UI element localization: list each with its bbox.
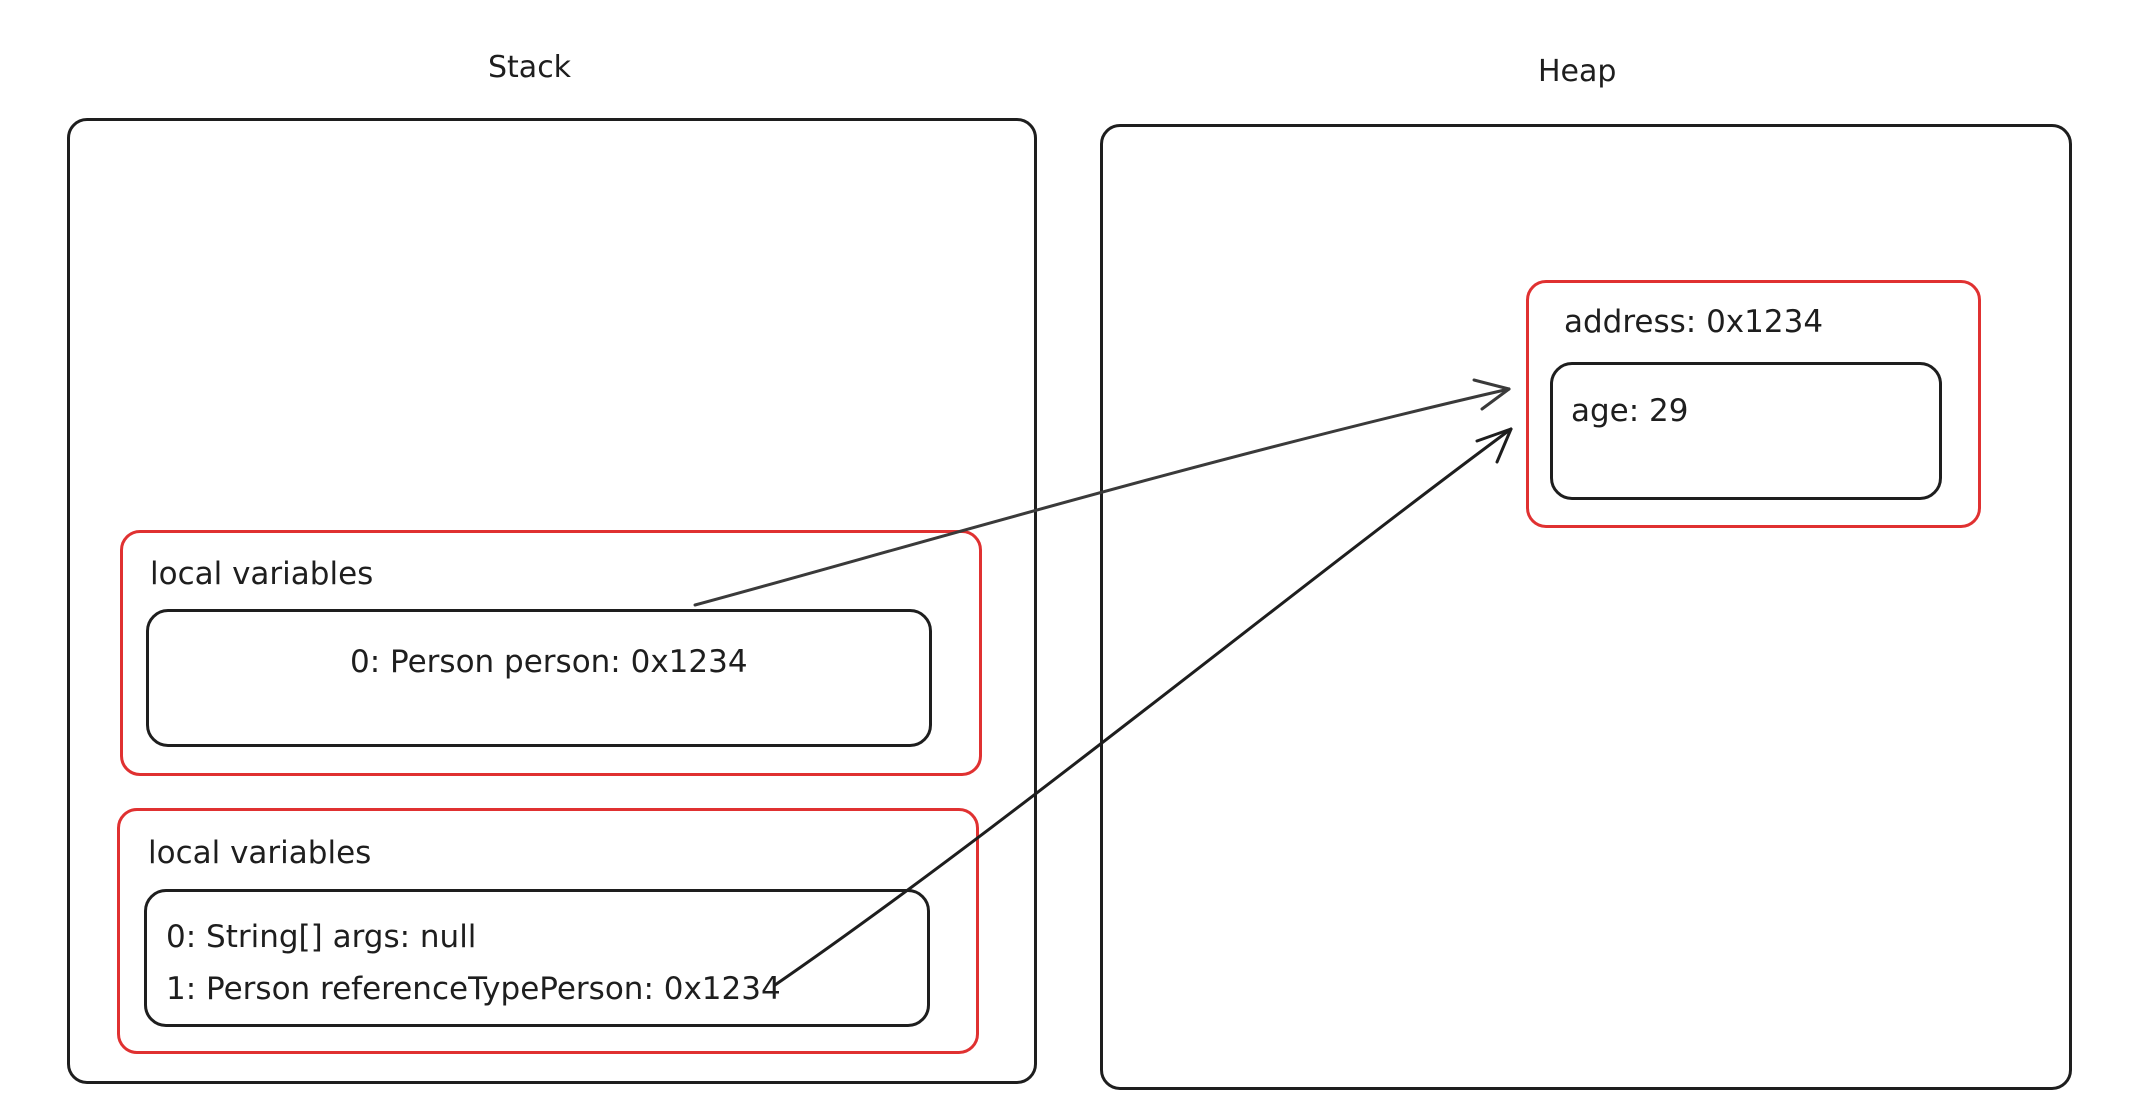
stack-frame-2-label: local variables: [148, 835, 372, 871]
stack-frame-1-entry-0: 0: Person person: 0x1234: [350, 644, 748, 680]
heap-object: [1526, 280, 1981, 528]
stack-title: Stack: [488, 50, 572, 85]
heap-region: [1100, 124, 2072, 1090]
heap-object-field: age: 29: [1571, 393, 1689, 429]
heap-object-label: address: 0x1234: [1564, 304, 1824, 340]
stack-frame-1-label: local variables: [150, 556, 374, 592]
stack-frame-2-entry-0: 0: String[] args: null: [166, 919, 477, 955]
heap-title: Heap: [1538, 54, 1617, 89]
heap-object-slot: [1550, 362, 1942, 500]
stack-frame-2-entry-1: 1: Person referenceTypePerson: 0x1234: [166, 971, 781, 1007]
